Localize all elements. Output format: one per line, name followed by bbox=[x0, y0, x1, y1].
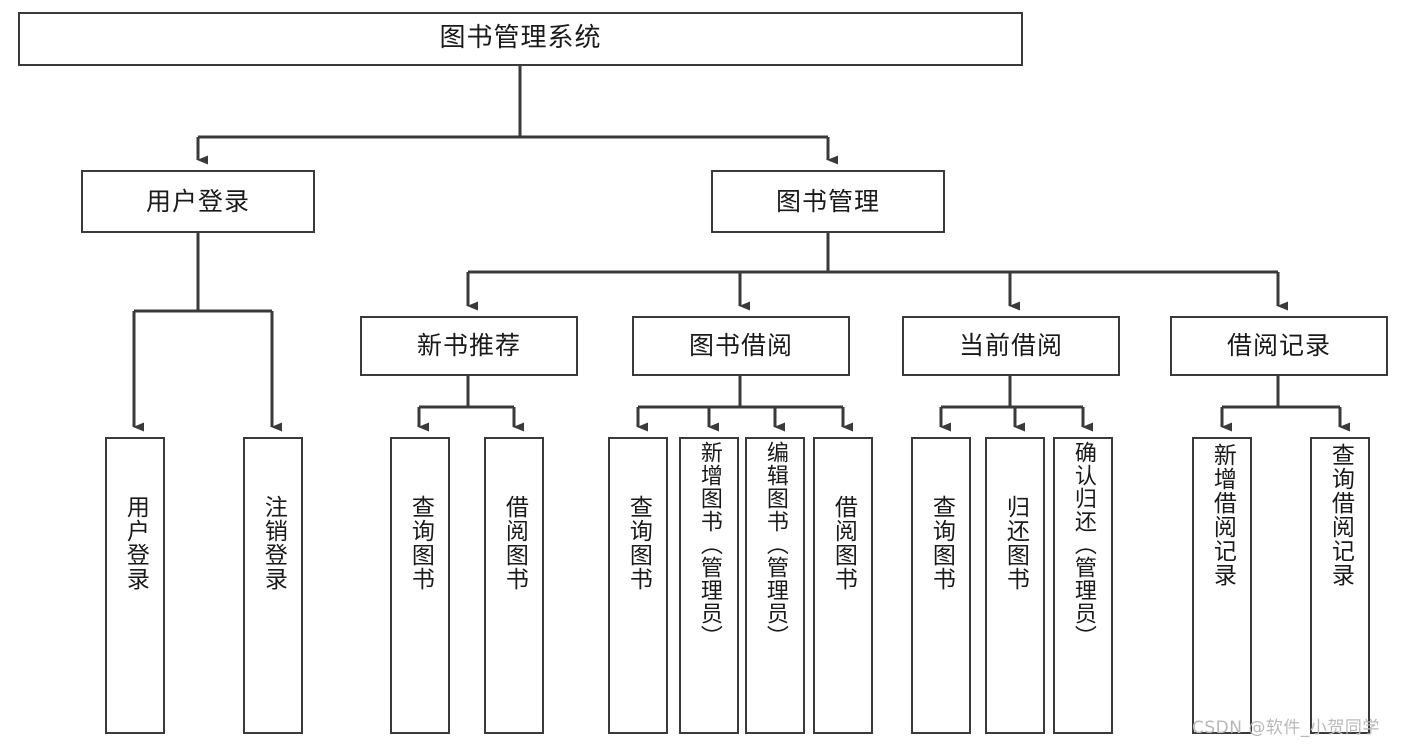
watermark-text: CSDN @软件_小贺同学 bbox=[1192, 718, 1380, 738]
leaf-label: 确认归还（管理员） bbox=[1070, 441, 1096, 648]
node-leaf-logout-login[interactable]: 注销登录 bbox=[243, 437, 303, 734]
leaf-label: 编辑图书（管理员） bbox=[762, 441, 788, 648]
leaf-label: 借阅图书 bbox=[501, 495, 528, 591]
node-book-manage[interactable]: 图书管理 bbox=[711, 170, 945, 233]
node-leaf-query-book-borrow[interactable]: 查询图书 bbox=[608, 437, 668, 734]
node-borrow-record[interactable]: 借阅记录 bbox=[1170, 316, 1388, 376]
leaf-label: 借阅图书 bbox=[830, 495, 857, 591]
leaf-label: 注销登录 bbox=[260, 495, 287, 591]
node-new-book-recommend[interactable]: 新书推荐 bbox=[360, 316, 578, 376]
node-leaf-confirm-return-admin[interactable]: 确认归还（管理员） bbox=[1053, 437, 1113, 734]
node-leaf-query-book-current[interactable]: 查询图书 bbox=[911, 437, 971, 734]
node-leaf-borrow-book-recommend[interactable]: 借阅图书 bbox=[484, 437, 544, 734]
node-root-system[interactable]: 图书管理系统 bbox=[18, 12, 1023, 66]
leaf-label: 归还图书 bbox=[1002, 495, 1029, 591]
leaf-label: 查询图书 bbox=[928, 495, 955, 591]
node-leaf-return-book[interactable]: 归还图书 bbox=[985, 437, 1045, 734]
leaf-label: 查询图书 bbox=[407, 495, 434, 591]
leaf-label: 查询借阅记录 bbox=[1327, 443, 1354, 587]
node-current-borrow[interactable]: 当前借阅 bbox=[902, 316, 1120, 376]
node-user-login[interactable]: 用户登录 bbox=[81, 170, 315, 233]
leaf-label: 用户登录 bbox=[122, 495, 149, 591]
node-leaf-query-book-recommend[interactable]: 查询图书 bbox=[390, 437, 450, 734]
node-leaf-edit-book-admin[interactable]: 编辑图书（管理员） bbox=[745, 437, 805, 734]
node-leaf-user-login[interactable]: 用户登录 bbox=[105, 437, 165, 734]
leaf-label: 新增借阅记录 bbox=[1209, 443, 1236, 587]
node-leaf-borrow-book-borrow[interactable]: 借阅图书 bbox=[813, 437, 873, 734]
leaf-label: 查询图书 bbox=[625, 495, 652, 591]
node-book-borrow[interactable]: 图书借阅 bbox=[632, 316, 850, 376]
node-leaf-query-borrow-record[interactable]: 查询借阅记录 bbox=[1310, 437, 1370, 734]
node-leaf-add-book-admin[interactable]: 新增图书（管理员） bbox=[679, 437, 739, 734]
leaf-label: 新增图书（管理员） bbox=[696, 441, 722, 648]
node-leaf-add-borrow-record[interactable]: 新增借阅记录 bbox=[1192, 437, 1252, 734]
